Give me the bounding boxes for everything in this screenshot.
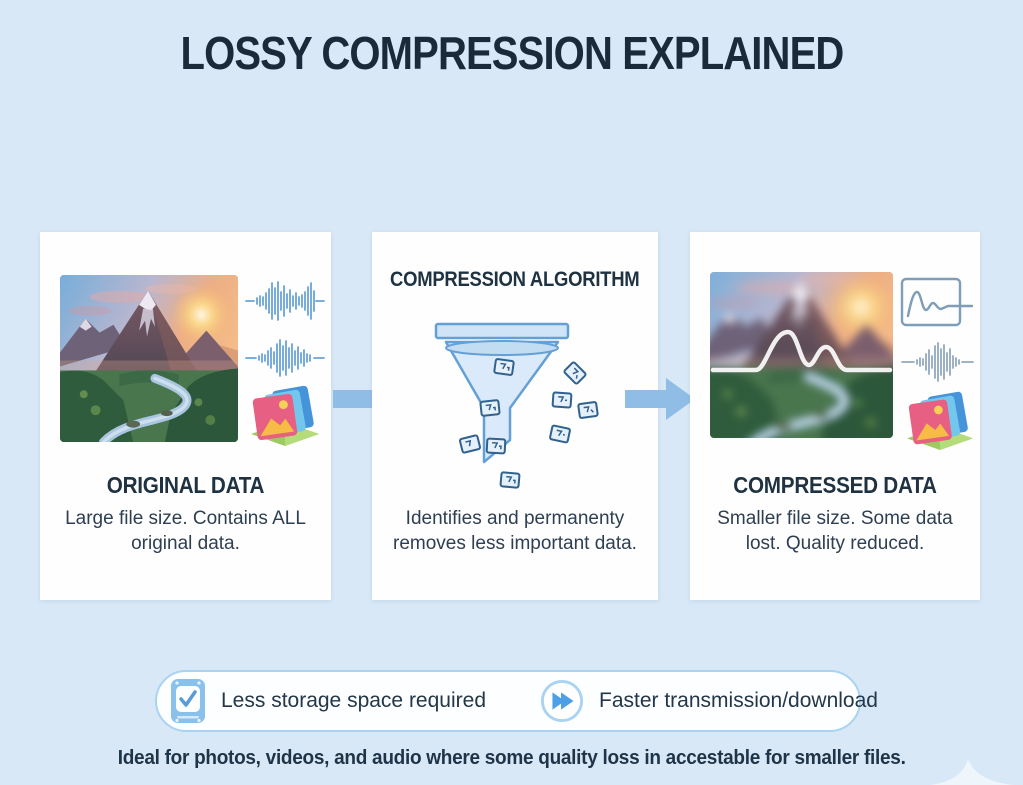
audio-waveform-icon xyxy=(244,336,326,380)
image-stack-icon xyxy=(248,384,322,446)
benefit-faster-transmission: Faster transmission/download xyxy=(540,672,878,730)
original-data-description: Large file size. Contains ALL original d… xyxy=(65,508,306,555)
storage-drive-check-icon xyxy=(170,678,206,724)
heading-text: COMPRESSION ALGORITHM xyxy=(390,268,640,291)
footer-text: Ideal for photos, videos, and audio wher… xyxy=(117,747,906,769)
card-compression-algorithm: COMPRESSION ALGORITHM Iden xyxy=(372,232,658,600)
mountain-photo-art xyxy=(60,275,238,442)
card-original-data: ORIGINAL DATA Large file size. Contains … xyxy=(40,232,331,600)
heading-text: COMPRESSED DATA xyxy=(733,472,937,498)
smoothed-waveform-overlay-icon xyxy=(710,272,893,438)
audio-waveform-icon xyxy=(244,279,326,323)
image-stack-icon xyxy=(904,390,976,450)
original-data-heading: ORIGINAL DATA xyxy=(40,472,331,499)
audio-waveform-muted-icon xyxy=(900,340,975,384)
card-compressed-data: COMPRESSED DATA Smaller file size. Some … xyxy=(690,232,980,600)
algorithm-heading: COMPRESSION ALGORITHM xyxy=(372,268,658,292)
fast-forward-icon xyxy=(540,679,584,723)
line-chart-icon xyxy=(900,276,974,332)
benefits-pill: Less storage space required Faster trans… xyxy=(155,670,878,732)
compressed-data-heading: COMPRESSED DATA xyxy=(690,472,980,499)
compressed-data-description: Smaller file size. Some data lost. Quali… xyxy=(717,508,953,555)
flow-arrow-icon xyxy=(625,373,697,425)
heading-text: ORIGINAL DATA xyxy=(106,472,265,498)
funnel-with-data-squares-icon xyxy=(422,322,617,494)
page-title-text: LOSSY COMPRESSION EXPLAINED xyxy=(180,27,844,79)
footer-summary: Ideal for photos, videos, and audio wher… xyxy=(0,747,1023,770)
mountain-photo xyxy=(60,275,238,442)
benefit-less-storage: Less storage space required xyxy=(170,672,486,730)
page-title: LOSSY COMPRESSION EXPLAINED xyxy=(0,26,1023,80)
algorithm-description: Identifies and permanenty removes less i… xyxy=(393,508,637,555)
benefit-label: Less storage space required xyxy=(221,689,486,712)
corner-swoosh-decoration xyxy=(918,753,1023,785)
benefit-label: Faster transmission/download xyxy=(599,689,878,712)
